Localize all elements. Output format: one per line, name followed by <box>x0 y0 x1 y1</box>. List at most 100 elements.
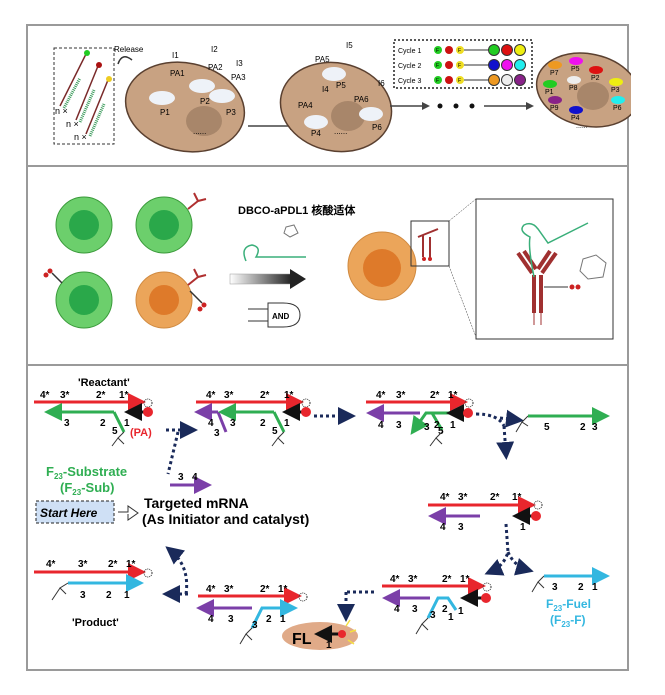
svg-text:2*: 2* <box>260 390 270 401</box>
labeled-probe <box>611 96 625 104</box>
svg-text:2: 2 <box>442 604 448 615</box>
dye-letter: F <box>458 48 461 54</box>
more-dots: ...... <box>334 127 347 136</box>
imager-label: I3 <box>236 59 243 68</box>
svg-text:2: 2 <box>100 418 106 429</box>
probe-label: P2 <box>591 75 600 82</box>
probe-label: P4 <box>311 129 321 138</box>
svg-text:1: 1 <box>284 418 290 429</box>
svg-text:3: 3 <box>64 418 70 429</box>
svg-text:3: 3 <box>396 420 402 431</box>
svg-text:1*: 1* <box>448 390 458 401</box>
panel-catalytic-reaction: 'Reactant' 4* 3* 2* 1* 3 2 1 5 (PA) 3 4 … <box>26 366 629 671</box>
dye-letter: F <box>458 78 461 84</box>
aptamer-detail <box>521 222 589 278</box>
antibody-icon <box>187 192 207 210</box>
svg-text:5: 5 <box>544 422 550 433</box>
dye-letter: F <box>436 48 439 54</box>
svg-text:4*: 4* <box>376 390 386 401</box>
fluorescence-burst-icon <box>345 619 357 645</box>
svg-text:4*: 4* <box>390 574 400 585</box>
more-dots: ...... <box>576 123 588 130</box>
fuel-short-label: (F23-F) <box>550 613 586 629</box>
svg-text:4: 4 <box>208 418 214 429</box>
output-color <box>514 59 526 71</box>
svg-text:3: 3 <box>178 472 184 483</box>
release-arrow <box>117 56 133 65</box>
imager-label: I5 <box>346 41 353 50</box>
svg-text:3*: 3* <box>224 390 234 401</box>
svg-text:3: 3 <box>430 610 436 621</box>
svg-text:2: 2 <box>580 422 586 433</box>
and-gate-icon <box>248 302 301 328</box>
reactant-label: 'Reactant' <box>78 377 130 389</box>
start-here-box[interactable] <box>35 500 115 524</box>
cycle-box <box>393 39 533 89</box>
svg-text:3: 3 <box>214 428 220 439</box>
start-arrow-icon <box>118 505 139 521</box>
svg-text:2: 2 <box>260 418 266 429</box>
svg-text:4*: 4* <box>206 390 216 401</box>
probe-label: P1 <box>160 108 170 117</box>
probe-label: P8 <box>569 85 578 92</box>
release-label: Release <box>114 45 144 54</box>
imager-label: I2 <box>211 45 218 54</box>
zoom-frame <box>410 220 450 267</box>
svg-text:1: 1 <box>124 418 130 429</box>
probe-label: P2 <box>200 97 210 106</box>
antibody-label: PA5 <box>315 55 330 64</box>
svg-text:4*: 4* <box>40 390 50 401</box>
flow-arrow <box>165 546 189 595</box>
antibody-icon <box>187 268 207 286</box>
svg-text:2: 2 <box>106 590 112 601</box>
labeled-probe <box>569 57 583 65</box>
multiplier-label: n × <box>55 106 68 116</box>
svg-text:2*: 2* <box>430 390 440 401</box>
svg-text:1*: 1* <box>126 559 136 570</box>
and-gate-label: AND <box>272 312 290 321</box>
labeled-probe <box>609 78 623 86</box>
green-dye <box>84 50 90 56</box>
svg-text:1: 1 <box>458 606 464 617</box>
pa-label: (PA) <box>130 427 152 439</box>
dbco-structure <box>579 254 607 280</box>
complex-4: 4* 3* 2* 1* 4 3 1 <box>428 492 543 533</box>
complex-2: 4* 3* 2* 1* 4 3 3 2 1 5 <box>194 390 311 447</box>
svg-text:1*: 1* <box>284 390 294 401</box>
ellipsis-dot <box>469 103 475 109</box>
antibody-label: PA6 <box>354 95 369 104</box>
cell-orange <box>135 268 207 329</box>
multiplier-label: n × <box>66 119 79 129</box>
cycle-label: Cycle 3 <box>398 78 421 85</box>
svg-text:3: 3 <box>252 620 258 631</box>
input-dye <box>434 76 442 84</box>
output-color <box>514 44 526 56</box>
panel-2-graphic: DBCO-aPDL1 核酸适体 AND <box>43 192 614 340</box>
probe-strands <box>59 50 112 137</box>
probe-box <box>53 47 115 145</box>
receptor-icon <box>201 302 207 308</box>
labeled-probe <box>569 106 583 114</box>
fuel-label: F23-Fuel <box>546 597 591 613</box>
output-color <box>488 74 500 86</box>
svg-text:3*: 3* <box>60 390 70 401</box>
fl-label: FL <box>292 631 312 648</box>
probe-label: P9 <box>550 105 559 112</box>
input-dye <box>445 61 453 69</box>
probe-label: P4 <box>571 115 580 122</box>
svg-text:3: 3 <box>230 418 236 429</box>
svg-text:3*: 3* <box>458 492 468 503</box>
input-dye <box>456 46 464 54</box>
labeled-probe <box>548 61 562 69</box>
probe-label: P6 <box>613 105 622 112</box>
labeled-probe <box>589 66 603 74</box>
aptamer-title: DBCO-aPDL1 核酸适体 <box>238 203 356 217</box>
labeled-probe <box>543 80 557 88</box>
probe-label: P7 <box>550 70 559 77</box>
svg-text:5: 5 <box>112 426 118 437</box>
output-color <box>501 44 513 56</box>
svg-text:1*: 1* <box>512 492 522 503</box>
complex-1: 4* 3* 2* 1* 3 2 1 5 <box>34 390 153 447</box>
